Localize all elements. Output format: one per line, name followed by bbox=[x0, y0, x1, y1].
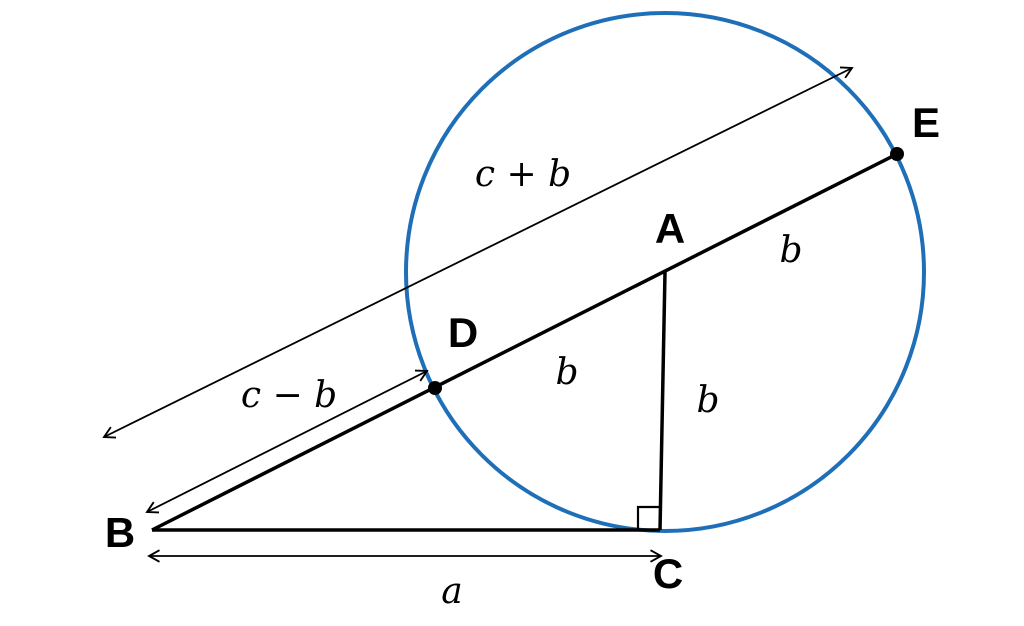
point-label-C: C bbox=[653, 550, 683, 597]
point-label-A: A bbox=[655, 205, 685, 252]
point-label-E: E bbox=[912, 99, 940, 146]
segment-AC bbox=[658, 271, 667, 531]
right-angle-marker bbox=[636, 505, 661, 530]
point-label-B: B bbox=[105, 509, 135, 556]
label-b-AC: b bbox=[696, 380, 719, 421]
label-a: a bbox=[441, 571, 462, 612]
label-b-DA: b bbox=[555, 352, 578, 393]
label-c-minus-b: c − b bbox=[241, 375, 337, 416]
point-label-D: D bbox=[448, 309, 478, 356]
label-c-plus-b: c + b bbox=[475, 154, 571, 195]
point-dot-E bbox=[890, 147, 904, 161]
point-dot-D bbox=[428, 381, 442, 395]
arrow-c-minus-b bbox=[145, 369, 429, 514]
label-b-AE: b bbox=[779, 230, 802, 271]
secant-BDAE bbox=[151, 152, 898, 532]
arrow-c-plus-b bbox=[102, 66, 854, 439]
